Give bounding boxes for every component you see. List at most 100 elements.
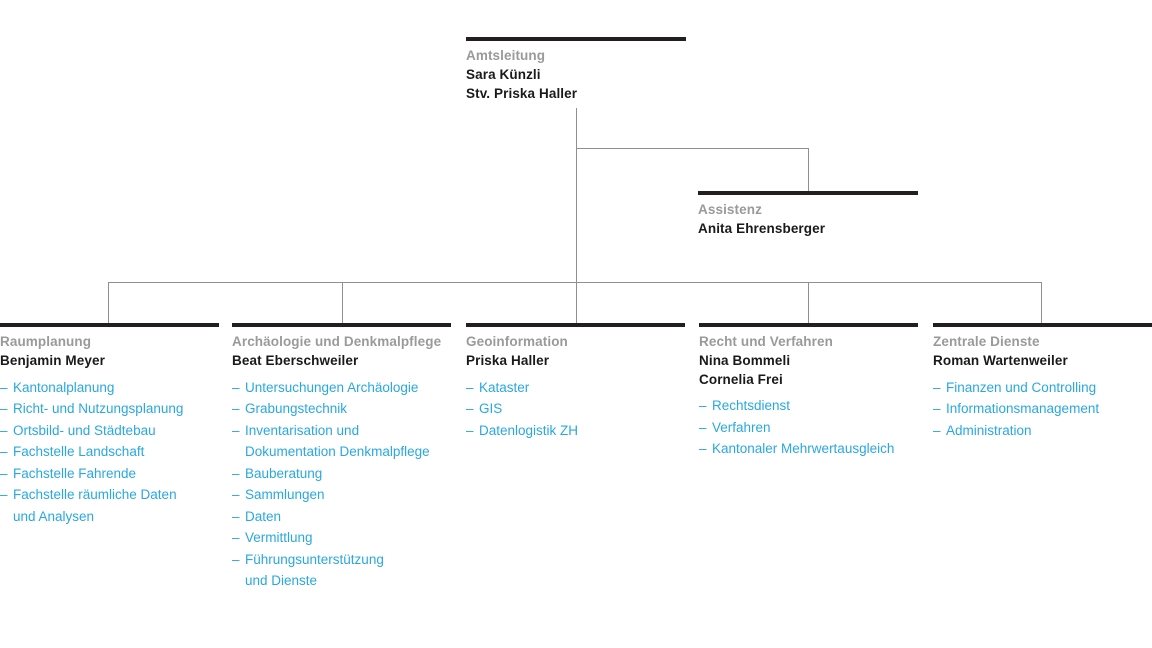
node-amtsleitung: Amtsleitung Sara Künzli Stv. Priska Hall… [466, 37, 686, 103]
task-item[interactable]: –Kantonalplanung [0, 377, 219, 399]
person-name: Anita Ehrensberger [698, 221, 826, 236]
bullet-dash-icon: – [232, 551, 240, 567]
task-label: und Analysen [13, 508, 95, 524]
bullet-dash-icon: – [466, 422, 474, 438]
person-list: Beat Eberschweiler [232, 352, 451, 371]
task-label: GIS [479, 401, 503, 416]
task-label: und Dienste [245, 573, 318, 588]
bullet-dash-icon: – [232, 379, 240, 395]
bullet-dash-icon: – [466, 401, 474, 416]
task-item[interactable]: –Verfahren [699, 417, 918, 439]
task-item[interactable]: –Untersuchungen Archäologie [232, 377, 451, 399]
task-label: Kantonaler Mehrwertausgleich [712, 441, 895, 456]
task-item[interactable]: –Finanzen und Controlling [933, 377, 1152, 399]
bullet-dash-icon: – [933, 401, 941, 416]
connector-trunk-top [576, 108, 577, 149]
task-label: Führungsunterstützung [245, 551, 384, 567]
task-label: Inventarisation und [245, 422, 360, 438]
task-label: Fachstelle räumliche Daten [13, 487, 177, 502]
person-list: Priska Haller [466, 352, 685, 371]
unit-label: Geoinformation [466, 334, 568, 349]
bullet-dash-icon: – [0, 379, 8, 395]
task-label: Sammlungen [245, 487, 325, 502]
task-item[interactable]: –Ortsbild- und Städtebau [0, 420, 219, 442]
person-list-amtsleitung: Sara Künzli Stv. Priska Haller [466, 66, 686, 103]
task-label: Vermittlung [245, 530, 313, 545]
task-item[interactable]: –Kataster [466, 377, 685, 399]
task-label: Datenlogistik ZH [479, 422, 579, 438]
task-item[interactable]: –Informationsmanagement [933, 398, 1152, 420]
task-item[interactable]: –Fachstelle Fahrende [0, 463, 219, 485]
connector-drop-col-3 [808, 282, 809, 323]
task-item[interactable]: –Fachstelle Landschaft [0, 441, 219, 463]
node-assistenz: Assistenz Anita Ehrensberger [698, 191, 918, 239]
node-rule [933, 323, 1152, 327]
task-label: Ortsbild- und Städtebau [13, 422, 156, 438]
connector-assistenz-drop [808, 148, 809, 191]
node-rule [232, 323, 451, 327]
bullet-dash-icon: – [232, 508, 240, 524]
task-label: Administration [946, 422, 1032, 438]
bullet-dash-icon: – [232, 487, 240, 502]
bullet-dash-icon: – [0, 422, 8, 438]
task-label: Fachstelle Fahrende [13, 465, 137, 481]
bullet-dash-icon: – [933, 379, 941, 395]
bullet-dash-icon: – [699, 398, 707, 413]
bullet-dash-icon: – [232, 465, 240, 481]
task-label: Richt- und Nutzungsplanung [13, 401, 184, 416]
person-name: Roman Wartenweiler [933, 353, 1068, 368]
task-item[interactable]: –Daten [232, 506, 451, 528]
connector-drop-col-0 [108, 282, 109, 323]
bullet-dash-icon: – [0, 487, 8, 502]
task-item[interactable]: –Sammlungen [232, 484, 451, 506]
task-item[interactable]: –Richt- und Nutzungsplanung [0, 398, 219, 420]
task-item[interactable]: –Bauberatung [232, 463, 451, 485]
task-label: Verfahren [712, 419, 771, 435]
task-item[interactable]: –Administration [933, 420, 1152, 442]
node-rule [698, 191, 918, 195]
person-name: Sara Künzli [466, 67, 541, 82]
node-rule [466, 37, 686, 41]
person-list: Benjamin Meyer [0, 352, 219, 371]
connector-drop-col-4 [1041, 282, 1042, 323]
node-rule [699, 323, 918, 327]
task-label: Grabungstechnik [245, 401, 348, 416]
bullet-dash-icon: – [232, 401, 240, 416]
task-item[interactable]: –Vermittlung [232, 527, 451, 549]
bullet-dash-icon: – [232, 530, 240, 545]
person-name: Nina Bommeli [699, 353, 791, 368]
unit-label: Recht und Verfahren [699, 334, 833, 349]
task-label: Kataster [479, 379, 530, 395]
task-label: Finanzen und Controlling [946, 379, 1097, 395]
task-list: –Untersuchungen Archäologie–Grabungstech… [232, 377, 451, 592]
task-label: Fachstelle Landschaft [13, 444, 145, 459]
person-name: Beat Eberschweiler [232, 353, 359, 368]
person-name: Benjamin Meyer [0, 353, 105, 368]
task-item[interactable]: –Rechtsdienst [699, 395, 918, 417]
person-name: Stv. Priska Haller [466, 85, 578, 101]
task-label: Daten [245, 508, 282, 524]
bullet-dash-icon: – [232, 422, 240, 438]
task-item[interactable]: –Datenlogistik ZH [466, 420, 685, 442]
connector-bus [108, 282, 1042, 283]
connector-trunk-middle [576, 148, 577, 323]
bullet-dash-icon: – [933, 422, 941, 438]
task-list: –Kantonalplanung–Richt- und Nutzungsplan… [0, 377, 219, 528]
task-item[interactable]: –Führungsunterstützung und Dienste [232, 549, 451, 592]
bullet-dash-icon: – [466, 379, 474, 395]
bullet-dash-icon: – [699, 441, 707, 456]
task-item[interactable]: –GIS [466, 398, 685, 420]
task-item[interactable]: –Fachstelle räumliche Daten und Analysen [0, 484, 219, 527]
unit-label-assistenz: Assistenz [698, 202, 762, 217]
task-item[interactable]: –Kantonaler Mehrwertausgleich [699, 438, 918, 460]
task-label: Kantonalplanung [13, 379, 115, 395]
task-item[interactable]: –Grabungstechnik [232, 398, 451, 420]
task-list: –Rechtsdienst–Verfahren–Kantonaler Mehrw… [699, 395, 918, 460]
